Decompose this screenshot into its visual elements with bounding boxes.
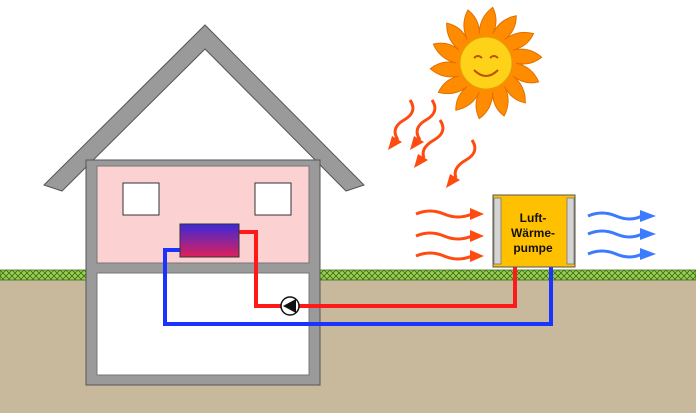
heat-pump-label-line-2: Wärme-	[510, 225, 555, 240]
sun-radiation	[393, 99, 477, 179]
sun-smile	[473, 55, 499, 77]
house-roof	[43, 24, 365, 192]
grass-strip	[0, 269, 696, 281]
circulation-pump-icon	[280, 296, 300, 316]
heat-pump-unit	[492, 194, 576, 268]
warm-air-in	[415, 209, 473, 261]
house	[43, 24, 365, 386]
pump-vent-right	[566, 197, 575, 265]
cool-air-out	[587, 211, 643, 259]
sun-icon	[429, 6, 543, 120]
heat-pump-label-line-3: pumpe	[513, 240, 553, 255]
cool-air-out-heads	[640, 210, 656, 260]
heat-pump-label-line-1: Luft-	[519, 210, 547, 225]
radiator-icon	[179, 223, 240, 258]
heat-pump-label: Luft- Wärme- pumpe	[500, 200, 566, 266]
pump-vent-left	[493, 197, 502, 265]
sun-face	[459, 36, 513, 90]
window-right	[254, 182, 292, 216]
hot-pipe	[239, 230, 517, 308]
warm-air-in-heads	[470, 208, 484, 262]
window-left	[122, 182, 160, 216]
cold-pipe	[163, 248, 553, 326]
sun-radiation-heads	[388, 136, 460, 188]
